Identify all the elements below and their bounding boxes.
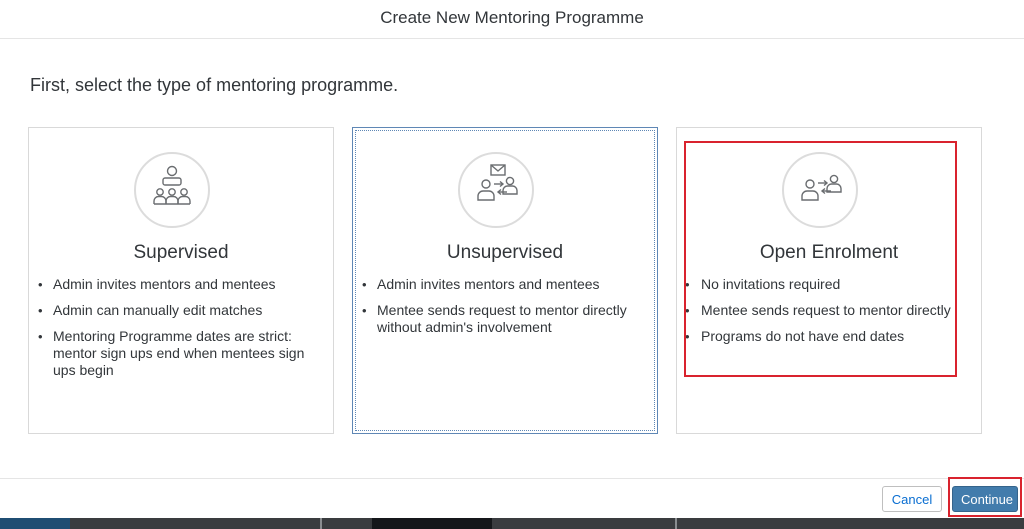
bullet-item: No invitations required [677, 276, 963, 293]
bullet-list-unsupervised: Admin invites mentors and mentees Mentee… [353, 276, 659, 345]
background-image [0, 518, 70, 529]
bullet-list-supervised: Admin invites mentors and mentees Admin … [29, 276, 335, 388]
bullet-item: Mentoring Programme dates are strict: me… [29, 328, 315, 379]
card-supervised[interactable]: Supervised Admin invites mentors and men… [28, 127, 334, 434]
card-title-unsupervised: Unsupervised [446, 242, 564, 263]
bullet-item: Mentee sends request to mentor directly [677, 302, 963, 319]
background-image [675, 518, 677, 529]
intro-text: First, select the type of mentoring prog… [30, 75, 399, 95]
bullet-item: Admin invites mentors and mentees [29, 276, 315, 293]
card-unsupervised[interactable]: Unsupervised Admin invites mentors and m… [352, 127, 658, 434]
dialog-header: Create New Mentoring Programme [0, 0, 1024, 39]
dialog-title: Create New Mentoring Programme [380, 8, 644, 27]
dialog-footer: Cancel Continue [0, 478, 1024, 519]
mail-exchange-icon [458, 152, 534, 228]
card-open-enrolment[interactable]: Open Enrolment No invitations required M… [676, 127, 982, 434]
bullet-item: Admin invites mentors and mentees [353, 276, 639, 293]
background-strip [0, 518, 1024, 529]
group-supervision-icon [134, 152, 210, 228]
bullet-list-open-enrolment: No invitations required Mentee sends req… [677, 276, 983, 354]
card-title-open-enrolment: Open Enrolment [759, 242, 899, 263]
background-image [372, 518, 492, 529]
background-image [320, 518, 322, 529]
continue-button[interactable]: Continue [952, 486, 1018, 512]
cancel-button[interactable]: Cancel [882, 486, 942, 512]
card-title-supervised: Supervised [133, 242, 229, 263]
bullet-item: Mentee sends request to mentor directly … [353, 302, 639, 336]
people-exchange-icon [782, 152, 858, 228]
bullet-item: Admin can manually edit matches [29, 302, 315, 319]
bullet-item: Programs do not have end dates [677, 328, 963, 345]
